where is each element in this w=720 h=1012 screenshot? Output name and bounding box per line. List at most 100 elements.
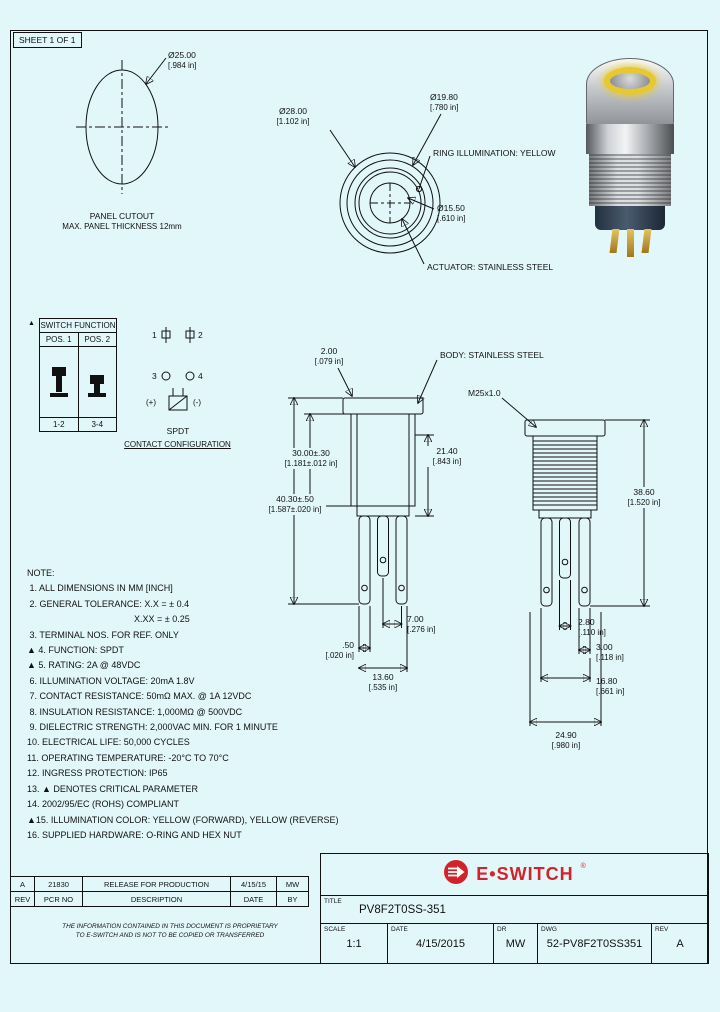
scale-value: 1:1 <box>346 937 362 950</box>
note-line: 14. 2002/95/EC (ROHS) COMPLIANT <box>27 799 180 810</box>
photo-pins <box>609 229 651 257</box>
sheet-number-label: SHEET 1 OF 1 <box>13 32 82 48</box>
revision-description: RELEASE FOR PRODUCTION <box>82 876 231 892</box>
note-line: 3. TERMINAL NOS. FOR REF. ONLY <box>27 629 179 640</box>
revision-header-date: DATE <box>230 891 277 907</box>
body-material-label: BODY: STAINLESS STEEL <box>440 350 544 360</box>
contact-config-caption: CONTACT CONFIGURATION <box>124 440 231 449</box>
pos2-header: POS. 2 <box>77 333 117 346</box>
pin-2-label: 2 <box>198 330 203 340</box>
pos2-symbol-cell <box>77 347 117 417</box>
note-line: 7. CONTACT RESISTANCE: 50mΩ MAX. @ 1A 12… <box>27 691 252 702</box>
revision-entry-row: A 21830 RELEASE FOR PRODUCTION 4/15/15 M… <box>10 876 309 892</box>
front-outer-dia-dimension: Ø28.00 [1.102 in] <box>276 106 310 126</box>
photo-barrel <box>586 124 674 154</box>
pin-1-label: 1 <box>152 330 157 340</box>
pos1-contacts: 1-2 <box>52 420 65 429</box>
brand-name: E•SWITCH <box>476 864 574 884</box>
revision-table: A 21830 RELEASE FOR PRODUCTION 4/15/15 M… <box>10 876 309 907</box>
pin-3-label: 3 <box>152 371 157 381</box>
front-ring-dia-dimension: Ø19.80 [.780 in] <box>430 92 459 112</box>
scale-cell: SCALE 1:1 <box>324 926 362 950</box>
dwg-cell: DWG 52-PV8F2T0SS351 <box>537 924 651 963</box>
photo-threads <box>589 154 671 206</box>
photo-yellow-ring <box>604 67 656 95</box>
polarity-plus-label: (+) <box>146 398 156 407</box>
total-length-dimension: 40.30±.50 [1.587±.020 in] <box>264 494 326 515</box>
note-line: 10. ELECTRICAL LIFE: 50,000 CYCLES <box>27 737 190 748</box>
revision-pcr: 21830 <box>34 876 83 892</box>
cap-height-dimension: 2.00 [.079 in] <box>314 346 344 366</box>
pin-4-label: 4 <box>198 371 203 381</box>
switch-function-table: ▲ SWITCH FUNCTION POS. 1 POS. 2 1-2 3-4 <box>28 318 117 432</box>
dim-3860: 38.60 [1.520 in] <box>619 487 669 508</box>
registered-mark: ® <box>580 863 586 870</box>
plunger-up-icon <box>49 367 68 397</box>
revision-rev: A <box>10 876 35 892</box>
photo-cap <box>586 58 674 128</box>
plunger-down-icon <box>88 367 107 397</box>
note-line: 13. ▲ DENOTES CRITICAL PARAMETER <box>27 783 198 794</box>
revision-header-rev: REV <box>10 891 35 907</box>
date-value: 4/15/2015 <box>416 937 465 950</box>
switch-function-grid: SWITCH FUNCTION POS. 1 POS. 2 1-2 3-4 <box>39 318 117 432</box>
title-block-grid: SCALE 1:1 DATE 4/15/2015 DR MW DWG 52-PV… <box>321 924 708 963</box>
contact-type-label: SPDT <box>166 426 190 436</box>
revision-header-by: BY <box>276 891 309 907</box>
note-line: 16. SUPPLIED HARDWARE: O-RING AND HEX NU… <box>27 829 242 840</box>
revision-header-pcr: PCR NO <box>34 891 83 907</box>
photo-base <box>595 206 665 230</box>
dim-700: 7.00 [.276 in] <box>407 614 436 634</box>
revision-date: 4/15/15 <box>230 876 277 892</box>
proprietary-disclaimer: THE INFORMATION CONTAINED IN THIS DOCUME… <box>62 923 278 939</box>
note-line: NOTE: <box>27 568 55 578</box>
title-row: TITLE PV8F2T0SS-351 <box>321 896 708 924</box>
rev-value: A <box>676 937 684 950</box>
revision-header-row: REV PCR NO DESCRIPTION DATE BY <box>10 891 309 907</box>
dim-280: 2.80 [.110 in] <box>578 617 606 637</box>
note-line: ▲ 5. RATING: 2A @ 48VDC <box>27 660 141 671</box>
note-line: X.XX = ± 0.25 <box>134 614 190 625</box>
drafter-cell: DR MW <box>493 924 537 963</box>
dim-1360: 13.60 [.535 in] <box>368 672 398 692</box>
pos2-contacts: 3-4 <box>77 418 117 431</box>
rev-cell: REV A <box>651 924 708 963</box>
drafter-value: MW <box>505 937 526 950</box>
panel-cutout-dimension: Ø25.00 [.984 in] <box>168 50 197 70</box>
note-line: 2. GENERAL TOLERANCE: X.X = ± 0.4 <box>27 598 190 609</box>
note-line: ▲15. ILLUMINATION COLOR: YELLOW (FORWARD… <box>27 814 339 825</box>
drawing-title: PV8F2T0SS-351 <box>359 903 446 916</box>
dim-1680: 16.80 [.661 in] <box>596 676 625 696</box>
panel-cutout-caption: PANEL CUTOUT MAX. PANEL THICKNESS 12mm <box>62 211 182 231</box>
dim-2490: 24.90 [.980 in] <box>551 730 581 750</box>
actuator-material-label: ACTUATOR: STAINLESS STEEL <box>427 262 554 272</box>
brand-row: E•SWITCH ® <box>321 854 708 896</box>
front-actuator-dia-dimension: Ø15.50 [.610 in] <box>437 203 466 223</box>
thread-spec-label: M25x1.0 <box>468 388 501 398</box>
body-length-dimension: 30.00±.30 [1.181±.012 in] <box>281 448 341 469</box>
notes: NOTE: 1. ALL DIMENSIONS IN MM [INCH] 2. … <box>27 566 338 843</box>
note-line: 6. ILLUMINATION VOLTAGE: 20mA 1.8V <box>27 675 195 686</box>
revision-header-description: DESCRIPTION <box>82 891 231 907</box>
note-line: ▲ 4. FUNCTION: SPDT <box>27 645 124 656</box>
date-cell: DATE 4/15/2015 <box>387 924 493 963</box>
title-label: TITLE <box>324 898 342 905</box>
polarity-minus-label: (-) <box>193 398 201 407</box>
pos1-header: POS. 1 <box>45 335 72 344</box>
dim-300: 3.00 [.118 in] <box>596 642 624 662</box>
dwg-value: 52-PV8F2T0SS351 <box>546 937 643 950</box>
note-line: 11. OPERATING TEMPERATURE: -20°C TO 70°C <box>27 752 229 763</box>
note-line: 9. DIELECTRIC STRENGTH: 2,000VAC MIN. FO… <box>27 722 278 733</box>
dim-2140: 21.40 [.843 in] <box>425 446 469 467</box>
pos1-symbol-cell <box>40 347 78 417</box>
switch-function-title: SWITCH FUNCTION <box>40 319 116 333</box>
eswitch-logo-icon <box>443 859 469 890</box>
revision-by: MW <box>276 876 309 892</box>
note-line: 12. INGRESS PROTECTION: IP65 <box>27 768 168 779</box>
note-line: 8. INSULATION RESISTANCE: 1,000MΩ @ 500V… <box>27 706 243 717</box>
product-photo <box>582 58 678 257</box>
title-block: E•SWITCH ® TITLE PV8F2T0SS-351 SCALE 1:1… <box>320 853 709 964</box>
critical-flag-icon: ▲ <box>28 320 35 327</box>
dim-050: .50 [.020 in] <box>325 640 354 660</box>
ring-illumination-label: RING ILLUMINATION: YELLOW <box>433 148 556 158</box>
